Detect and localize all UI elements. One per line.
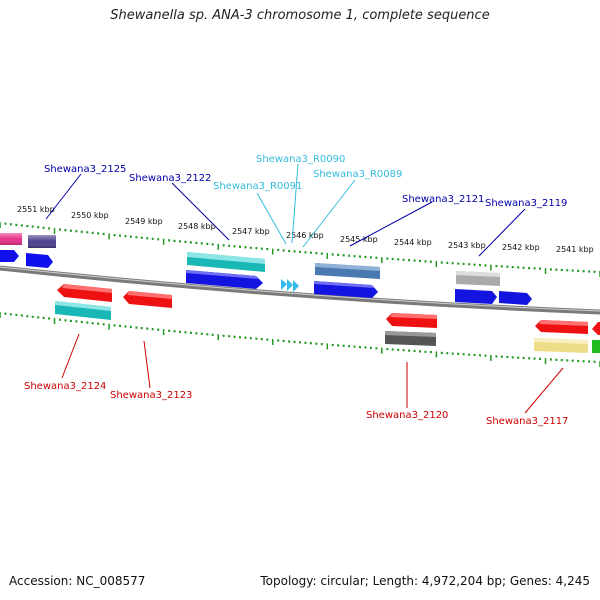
gene-label[interactable]: Shewana3_2124	[24, 381, 106, 392]
gene-arrow[interactable]	[0, 250, 19, 262]
rna-marker[interactable]	[281, 279, 287, 290]
gene-arrow[interactable]	[455, 289, 497, 304]
kbp-label: 2541 kbp	[556, 245, 594, 254]
kbp-scale: 2551 kbp 2550 kbp 2549 kbp 2548 kbp 2547…	[17, 205, 594, 254]
gene-labels: Shewana3_2125 Shewana3_2122 Shewana3_212…	[24, 154, 568, 427]
genome-summary: Topology: circular; Length: 4,972,204 bp…	[260, 574, 590, 588]
gene-label[interactable]: Shewana3_2122	[129, 173, 211, 184]
gene-label[interactable]: Shewana3_2117	[486, 416, 568, 427]
gene-label[interactable]: Shewana3_2120	[366, 410, 448, 421]
forward-genes	[0, 233, 532, 305]
gene-arrow[interactable]	[592, 322, 600, 335]
kbp-label: 2549 kbp	[125, 217, 163, 226]
gene-label[interactable]: Shewana3_2125	[44, 164, 126, 175]
rna-label[interactable]: Shewana3_R0090	[256, 154, 345, 165]
kbp-label: 2548 kbp	[178, 222, 216, 231]
kbp-label: 2543 kbp	[448, 241, 486, 250]
gene-label[interactable]: Shewana3_2121	[402, 194, 484, 205]
accession-text: Accession: NC_008577	[9, 574, 146, 588]
kbp-label: 2544 kbp	[394, 238, 432, 247]
gene-arrow[interactable]	[186, 270, 263, 289]
reverse-genes	[55, 284, 600, 353]
kbp-label: 2551 kbp	[17, 205, 55, 214]
gene-arrow[interactable]	[499, 291, 532, 305]
chromosome-backbone	[0, 265, 600, 315]
rna-marker[interactable]	[287, 279, 293, 291]
map-title: Shewanella sp. ANA-3 chromosome 1, compl…	[110, 8, 490, 23]
gene-arrow[interactable]	[26, 253, 53, 268]
kbp-label: 2546 kbp	[286, 231, 324, 240]
kbp-label: 2545 kbp	[340, 235, 378, 244]
kbp-label: 2547 kbp	[232, 227, 270, 236]
outer-tick-ring	[0, 222, 600, 277]
kbp-label: 2550 kbp	[71, 211, 109, 220]
inner-tick-ring	[0, 312, 600, 367]
kbp-label: 2542 kbp	[502, 243, 540, 252]
gene-label[interactable]: Shewana3_2119	[485, 198, 567, 209]
gene-label[interactable]: Shewana3_2123	[110, 390, 192, 401]
callout-lines	[45, 163, 564, 414]
rna-marker[interactable]	[293, 280, 299, 292]
rna-label[interactable]: Shewana3_R0091	[213, 181, 302, 192]
gene-block[interactable]	[592, 340, 600, 353]
rna-label[interactable]: Shewana3_R0089	[313, 169, 402, 180]
